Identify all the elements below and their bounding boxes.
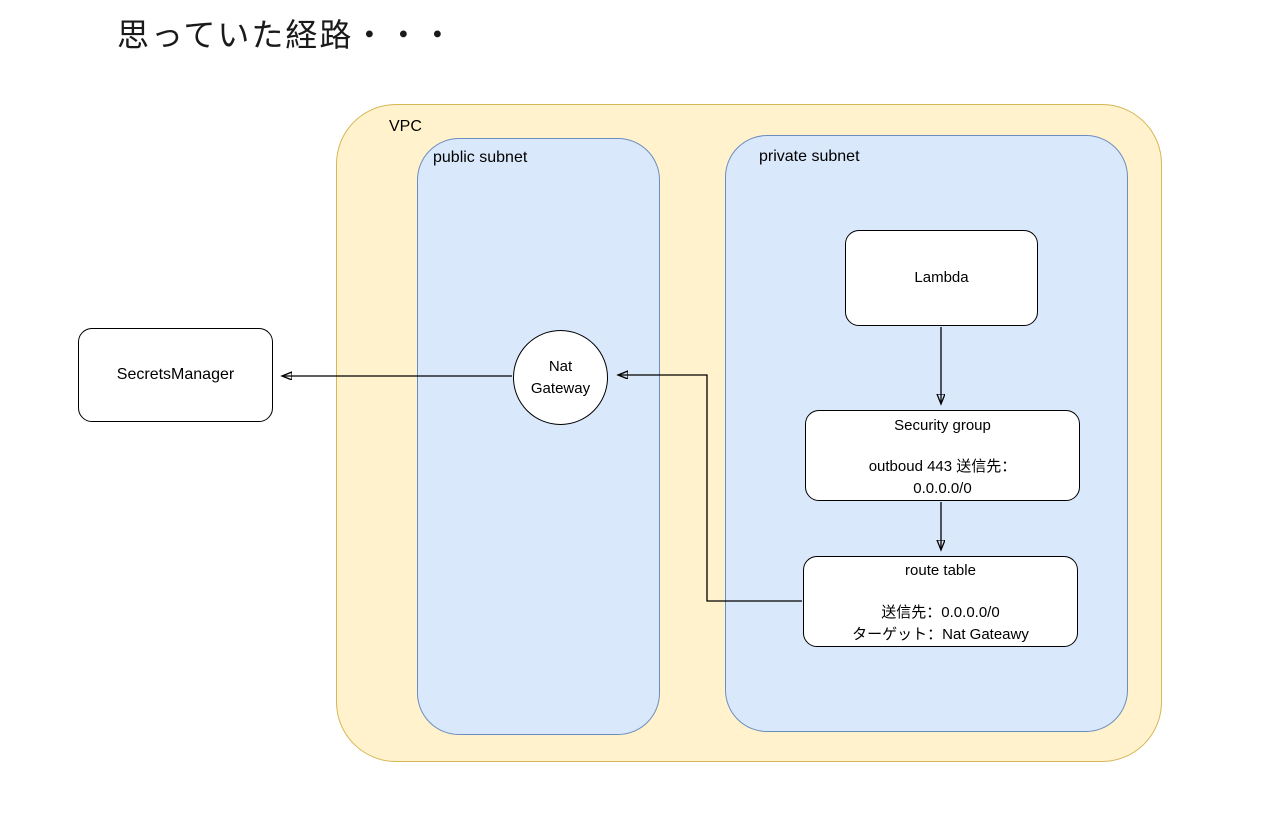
page-title: 思っていた経路・・・ <box>117 17 456 53</box>
node-security-group: Security group outboud 443 送信先： 0.0.0.0/… <box>805 410 1080 501</box>
vpc-label: VPC <box>389 118 422 135</box>
node-lambda: Lambda <box>845 230 1038 326</box>
nat-gateway-label-line1: Nat <box>548 357 573 375</box>
node-secrets-manager: SecretsManager <box>78 328 273 422</box>
node-route-table: route table 送信先：0.0.0.0/0 ターゲット：Nat Gate… <box>803 556 1078 647</box>
security-group-title: Security group <box>894 417 991 434</box>
nat-gateway-label-line2: Gateway <box>530 379 591 397</box>
node-nat-gateway: Nat Gateway <box>513 330 608 425</box>
private-subnet-label: private subnet <box>759 148 860 165</box>
secrets-manager-label: SecretsManager <box>116 366 235 383</box>
public-subnet-container: public subnet <box>417 138 660 735</box>
route-table-rule-line1: 送信先：0.0.0.0/0 <box>881 604 1000 621</box>
security-group-rule-line1: outboud 443 送信先： <box>868 458 1017 475</box>
lambda-label: Lambda <box>914 269 969 286</box>
security-group-rule-line2: 0.0.0.0/0 <box>913 480 972 497</box>
route-table-title: route table <box>905 562 976 579</box>
public-subnet-label: public subnet <box>433 149 528 166</box>
route-table-rule-line2: ターゲット：Nat Gateawy <box>852 626 1029 643</box>
